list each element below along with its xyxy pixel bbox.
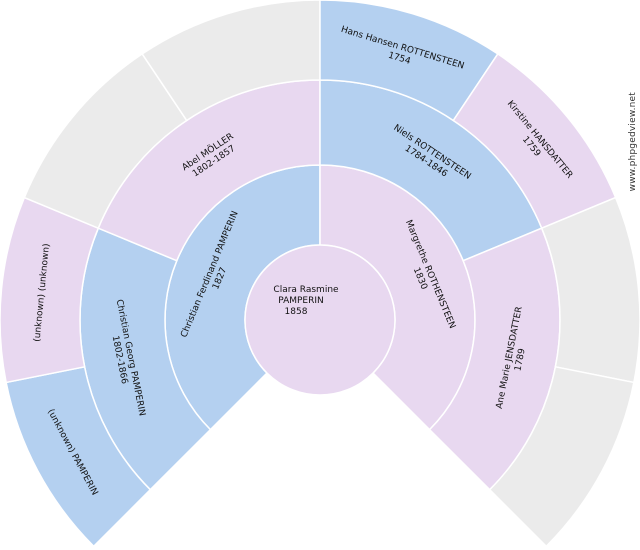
root-person-surname: PAMPERIN xyxy=(278,296,324,306)
ancestor-segment-3-4 xyxy=(141,0,321,122)
root-person-disc[interactable] xyxy=(244,244,396,396)
root-person-name: Clara Rasmine xyxy=(273,285,339,295)
ancestor-segment-3-8 xyxy=(488,365,635,548)
root-person-dates: 1858 xyxy=(285,307,308,317)
site-watermark[interactable]: www.phpgedview.net xyxy=(628,92,638,192)
ancestor-dates: 1789 xyxy=(513,347,527,372)
